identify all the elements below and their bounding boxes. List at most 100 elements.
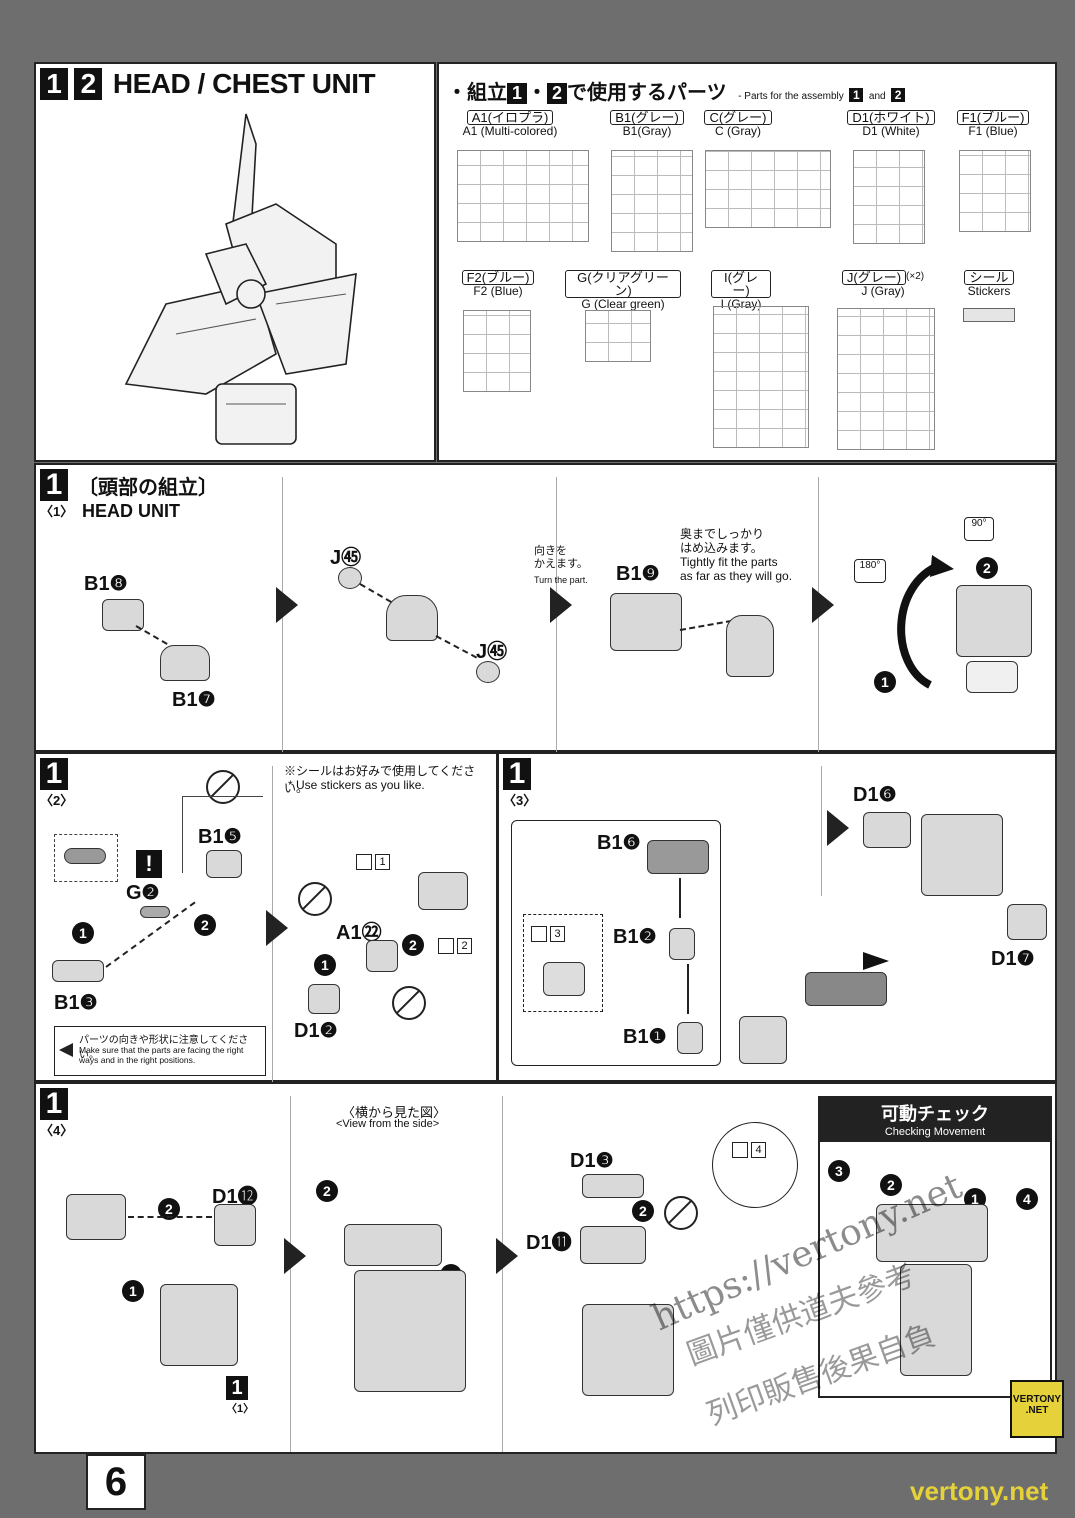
step-2-marker: 2: [189, 909, 221, 941]
part-label-d1-11: D1⓫: [526, 1232, 572, 1254]
step-header: 1: [40, 469, 68, 501]
sprue-f2: [463, 310, 531, 392]
assembly-arrow: [679, 878, 681, 918]
step-2-marker: 2: [627, 1195, 659, 1227]
no-sticker-icon: [392, 986, 426, 1020]
part-d1-2: [308, 984, 340, 1014]
step-number-1: 1: [40, 68, 68, 100]
part-chest-core: [739, 1016, 787, 1064]
part-label-b1-8: B1❽: [84, 573, 128, 595]
sprue-d1-label: D1(ホワイト)D1 (White): [843, 110, 939, 138]
part-checking-body: [900, 1264, 972, 1376]
part-label-a1-22: A1㉒: [336, 922, 382, 944]
part-head-assembly: [956, 585, 1032, 657]
sprue-c-label: C(グレー)C (Gray): [703, 110, 773, 138]
part-label-b1-7: B1❼: [172, 689, 216, 711]
part-a1-22: [366, 940, 398, 972]
step-en-title: HEAD UNIT: [82, 501, 180, 521]
footer-site: vertony.net: [910, 1476, 1049, 1506]
step-1-marker: 1: [117, 1275, 149, 1307]
part-head-core: [386, 595, 438, 641]
part-label-d1-7: D1❼: [991, 948, 1035, 970]
part-j55-top: [338, 567, 362, 589]
sprue-g: [585, 310, 651, 362]
next-arrow-icon: [284, 1238, 306, 1274]
sprue-f1-label: F1(ブルー)F1 (Blue): [953, 110, 1033, 138]
sprue-d1: [853, 150, 925, 244]
checking-movement-box: 可動チェック Checking Movement 3 2 1 4: [818, 1096, 1052, 1398]
step-1-marker: 1: [67, 917, 99, 949]
sprue-i-label: I(グレー)I (Gray): [711, 270, 771, 311]
step-header: 1: [503, 758, 531, 790]
turn-note-en: Turn the part.: [534, 575, 588, 585]
sprue-a1: [457, 150, 589, 242]
part-j55-bottom: [476, 661, 500, 683]
sticker-note-jp: ※シールはお好みで使用してください。: [284, 764, 476, 795]
sprue-f2-label: F2(ブルー)F2 (Blue): [457, 270, 539, 298]
no-sticker-icon: [298, 882, 332, 916]
sticker-1: 1: [356, 854, 390, 870]
reference-box: [54, 834, 118, 882]
part-label-b1-9: B1❾: [616, 563, 660, 585]
next-arrow-icon: [550, 587, 572, 623]
side-view-jp: 〈横から見た図〉: [342, 1105, 447, 1120]
warning-note-box: パーツの向きや形状に注意してください。 Make sure that the p…: [54, 1026, 266, 1076]
step-sub-number: 〈3〉: [503, 793, 537, 808]
reference-step-badge: 1 〈1〉: [226, 1376, 255, 1415]
sticker-4: 4: [732, 1142, 766, 1158]
assembly-line: [435, 635, 478, 659]
sprue-j-label: J(グレー)(×2)J (Gray): [833, 270, 933, 298]
part-b1-9: [610, 593, 682, 651]
part-d1-6: [863, 812, 911, 848]
part-side-view-top: [344, 1224, 442, 1266]
rotate-180-badge: 180°: [854, 559, 886, 583]
part-label-b1-2: B1❷: [613, 926, 657, 948]
step-4-panel: 1 〈4〉 D1⓬ 2 1 1 〈1〉 〈横から見た図〉 <View from …: [34, 1082, 1057, 1454]
head-chest-panel: 1 2 HEAD / CHEST UNIT: [34, 62, 436, 462]
next-arrow-icon: [827, 810, 849, 846]
part-b1-5: [206, 850, 242, 878]
rotate-arrow-icon: [897, 555, 954, 689]
checking-movement-en: Checking Movement: [884, 1126, 986, 1138]
assembly-arrow: [687, 964, 689, 1014]
part-label-b1-1: B1❶: [623, 1026, 667, 1048]
checking-movement-header: 可動チェック Checking Movement: [820, 1098, 1050, 1142]
part-label-b1-5: B1❺: [198, 826, 242, 848]
detail-box: [511, 820, 721, 1066]
part-g2-preview: [64, 848, 106, 864]
step-sub-number: 〈4〉: [40, 1123, 74, 1138]
next-arrow-icon: [266, 910, 288, 946]
vertony-badge: VERTONY .NET: [1010, 1380, 1064, 1438]
warning-exclaim-icon: !: [136, 850, 162, 878]
part-label-j55-top: J㊺: [330, 547, 362, 569]
part-d1-3: [582, 1174, 644, 1198]
tight-fit-jp: 奥までしっかり はめ込みます。: [680, 527, 765, 555]
sprue-g-label: G(クリアグリーン)G (Clear green): [565, 270, 681, 311]
step-jp-title: 〔頭部の組立〕: [78, 477, 218, 499]
page-title: HEAD / CHEST UNIT: [112, 68, 376, 99]
part-d1-12: [214, 1204, 256, 1246]
step-2-panel: 1 〈2〉 ※シールはお好みで使用してください。 * Use stickers …: [34, 752, 498, 1082]
next-arrow-icon: [496, 1238, 518, 1274]
divider: [821, 766, 822, 896]
part-head-core-2: [726, 615, 774, 677]
no-sticker-icon: [664, 1196, 698, 1230]
sticker-detail-circle: [712, 1122, 798, 1208]
part-chest-plate: [805, 972, 887, 1006]
sprue-b1-label: B1(グレー)B1(Gray): [607, 110, 687, 138]
rotate-90-badge: 90°: [964, 517, 994, 541]
sprue-c: [705, 150, 831, 228]
step-sub-number: 〈2〉: [40, 793, 74, 808]
step-header: 1: [40, 1088, 68, 1120]
sprue-a1-label: A1(イロプラ)A1 (Multi-colored): [462, 110, 558, 138]
sticker-detail-box: [523, 914, 603, 1012]
warning-note-en: Make sure that the parts are facing the …: [79, 1045, 244, 1065]
reference-frame: [182, 796, 263, 873]
head-chest-illustration: [124, 113, 357, 445]
part-chest-assembly: [921, 814, 1003, 896]
part-label-d1-12: D1⓬: [212, 1186, 258, 1208]
sticker-note-en: * Use stickers as you like.: [288, 778, 425, 792]
side-view-en: <View from the side>: [336, 1118, 440, 1130]
